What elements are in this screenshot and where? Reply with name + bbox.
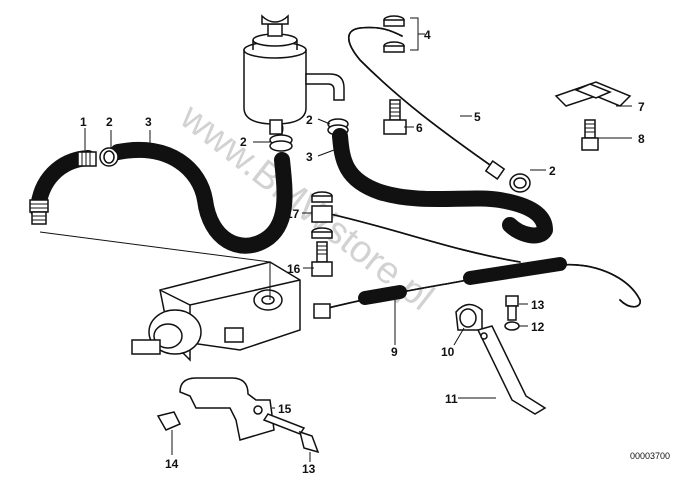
callout-9: 9 [391,345,398,359]
callout-4: 4 [424,28,431,42]
reservoir [243,14,345,135]
callout-6: 6 [416,121,423,135]
callout-5: 5 [474,110,481,124]
callout-8: 8 [638,132,645,146]
line-9 [313,257,641,319]
hose-3-left [110,142,293,254]
callout-1: 1 [80,115,87,129]
hose-1 [29,150,97,225]
pipe-5 [347,26,506,180]
callout-2-left: 2 [106,115,113,129]
pipe-17 [329,213,521,263]
callout-11: 11 [445,392,458,406]
callout-3-right: 3 [306,150,313,164]
callout-13-lower: 13 [302,462,316,476]
bracket-15 [179,377,275,441]
bolt-6 [383,99,407,135]
clamp-2-mid-lower [269,134,293,152]
leader-lines [84,17,632,462]
callout-10: 10 [441,345,455,359]
bracket-11 [476,325,547,415]
nut-12 [504,321,520,331]
bracket-7 [554,81,632,107]
washers-4 [383,15,405,53]
callout-2-mid-lower: 2 [240,135,247,149]
clamp-2-right [509,173,531,193]
callout-2-mid-upper: 2 [306,113,313,127]
callout-7: 7 [638,100,645,114]
banjo-17 [311,191,333,239]
diagram-code: 00003700 [630,451,670,461]
clamp-2-left [99,147,121,167]
callout-2-right: 2 [549,164,556,178]
clamp-10 [455,303,483,331]
callout-13-upper: 13 [531,298,545,312]
callout-15: 15 [278,402,292,416]
bolt-13-lower [262,413,320,454]
steering-gear [39,231,301,362]
bolt-16 [311,241,333,277]
callout-16: 16 [287,262,301,276]
callout-17: 17 [286,207,300,221]
callout-14: 14 [165,457,179,471]
hose-3-right [332,128,553,244]
bolt-8 [581,119,599,151]
nut-14 [156,411,182,431]
bolt-13-upper [505,295,519,321]
callout-3-left: 3 [145,115,152,129]
callout-12: 12 [531,320,545,334]
callouts: 1 2 3 2 2 3 4 5 6 7 8 2 17 16 9 10 11 12… [80,28,645,476]
